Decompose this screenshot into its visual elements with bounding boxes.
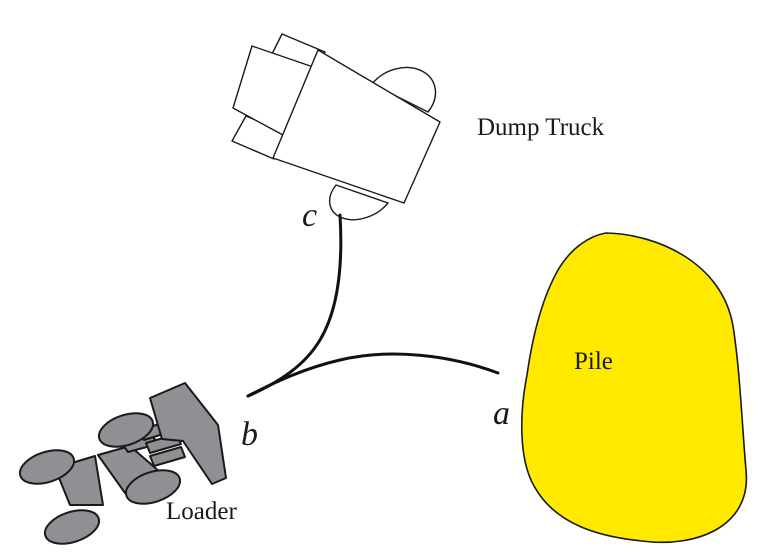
truck-wheel-top bbox=[371, 66, 437, 113]
loader bbox=[18, 382, 227, 545]
loader-wheel-rear-left bbox=[18, 449, 76, 485]
point-label-b: b bbox=[241, 416, 258, 453]
pile-label: Pile bbox=[574, 348, 613, 375]
loader-bucket bbox=[149, 382, 227, 485]
dump-truck-label: Dump Truck bbox=[477, 114, 605, 141]
loader-wheel-rear-right bbox=[43, 509, 101, 545]
loader-wheel-front-right bbox=[124, 469, 182, 505]
travel-path-c-b bbox=[246, 213, 343, 398]
point-label-a: a bbox=[493, 395, 510, 432]
pile bbox=[520, 232, 748, 544]
dump-truck bbox=[231, 33, 441, 221]
truck-wheel-bottom bbox=[329, 184, 389, 221]
loader-wheel-front-left bbox=[97, 412, 155, 448]
loader-label: Loader bbox=[166, 498, 237, 525]
loader-boom-lower bbox=[149, 446, 186, 467]
point-label-c: c bbox=[302, 197, 317, 234]
truck-bed bbox=[272, 49, 441, 204]
